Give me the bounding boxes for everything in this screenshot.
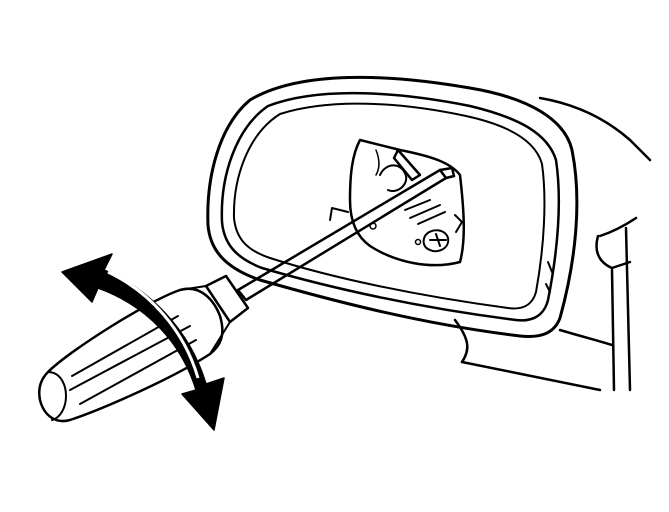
mirror-glass [220,91,561,322]
rotation-arrow-icon [61,253,225,431]
door-panel [453,96,652,392]
mirror-housing [206,75,579,338]
mirror-actuator [329,138,465,267]
screwdriver [38,166,456,423]
